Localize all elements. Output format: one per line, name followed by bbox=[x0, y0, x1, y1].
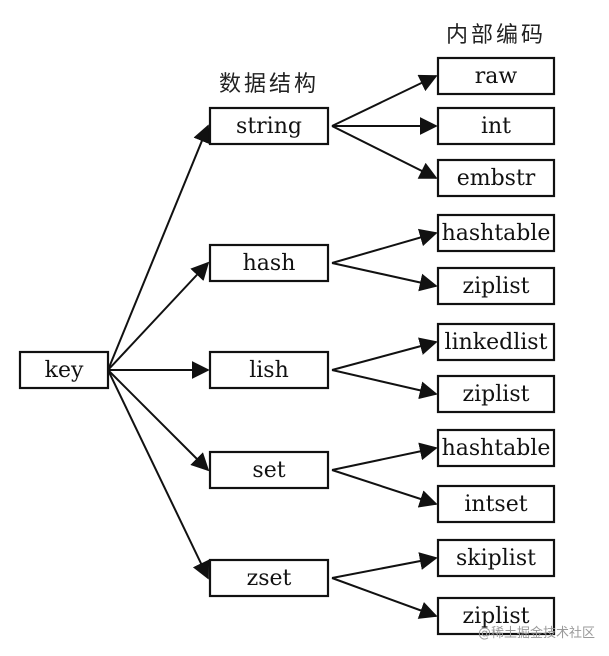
node-string-int-label: int bbox=[481, 114, 511, 139]
node-zset-ziplist-box bbox=[436, 596, 556, 636]
node-hash-hashtable: hashtable bbox=[436, 213, 556, 253]
node-string-raw-box bbox=[436, 56, 556, 96]
node-set-hashtable-box bbox=[436, 428, 556, 468]
node-zset-skiplist-box bbox=[436, 538, 556, 578]
edge-key-to-zset bbox=[107, 369, 210, 580]
node-hash-ziplist-label: ziplist bbox=[463, 274, 530, 299]
edge-hash-to-ziplist bbox=[331, 262, 438, 292]
edge-key-to-set bbox=[107, 369, 210, 472]
node-zset-skiplist-label: skiplist bbox=[456, 546, 536, 571]
node-hash: hash bbox=[208, 243, 330, 283]
structures-header: 数据结构 bbox=[219, 72, 319, 97]
node-zset-ziplist: ziplist bbox=[436, 596, 556, 636]
node-string-embstr-box bbox=[436, 158, 556, 198]
node-hash-ziplist-box bbox=[436, 266, 556, 306]
encodings-header: 内部编码 bbox=[446, 23, 546, 48]
edge-string-to-embstr bbox=[331, 125, 438, 179]
node-lish-box bbox=[208, 350, 330, 390]
node-set-hashtable: hashtable bbox=[436, 428, 556, 468]
node-set-intset-box bbox=[436, 484, 556, 524]
node-zset-skiplist: skiplist bbox=[436, 538, 556, 578]
edge-set-to-hashtable bbox=[331, 442, 438, 471]
edge-lish-to-linkedlist bbox=[331, 337, 438, 371]
edges bbox=[107, 74, 438, 619]
edge-hash-to-hashtable bbox=[331, 228, 438, 264]
node-set-box bbox=[208, 450, 330, 490]
node-hash-hashtable-box bbox=[436, 213, 556, 253]
node-set: set bbox=[208, 450, 330, 490]
node-string-embstr-label: embstr bbox=[457, 166, 536, 191]
node-string-int-box bbox=[436, 106, 556, 146]
node-key-box bbox=[18, 350, 110, 390]
edge-zset-to-ziplist bbox=[331, 577, 438, 619]
nodes: key string raw int embstr hash hashtable ziplis… bbox=[18, 56, 556, 636]
edge-set-to-intset bbox=[331, 469, 438, 508]
node-set-intset: intset bbox=[436, 484, 556, 524]
node-lish-linkedlist-label: linkedlist bbox=[445, 330, 548, 355]
node-hash-ziplist: ziplist bbox=[436, 266, 556, 306]
edge-key-to-string bbox=[107, 124, 211, 371]
watermark: @稀土掘金技术社区 bbox=[478, 625, 595, 641]
node-lish-ziplist-label: ziplist bbox=[463, 382, 530, 407]
node-zset-ziplist-label: ziplist bbox=[463, 604, 530, 629]
node-string: string bbox=[208, 106, 330, 146]
node-hash-hashtable-label: hashtable bbox=[442, 221, 551, 246]
node-hash-label: hash bbox=[243, 251, 296, 276]
edge-key-to-hash bbox=[107, 261, 210, 371]
edge-zset-to-skiplist bbox=[331, 552, 438, 579]
node-string-box bbox=[208, 106, 330, 146]
node-set-label: set bbox=[252, 458, 285, 483]
node-string-embstr: embstr bbox=[436, 158, 556, 198]
node-string-raw: raw bbox=[436, 56, 556, 96]
node-set-hashtable-label: hashtable bbox=[442, 436, 551, 461]
node-hash-box bbox=[208, 243, 330, 283]
node-lish: lish bbox=[208, 350, 330, 390]
edge-lish-to-ziplist bbox=[331, 369, 438, 400]
node-zset-box bbox=[208, 558, 330, 598]
node-lish-linkedlist: linkedlist bbox=[436, 322, 556, 362]
node-string-int: int bbox=[436, 106, 556, 146]
edge-string-to-raw bbox=[331, 74, 438, 127]
node-string-raw-label: raw bbox=[475, 64, 518, 89]
node-lish-ziplist: ziplist bbox=[436, 374, 556, 414]
node-key: key bbox=[18, 350, 110, 390]
node-zset-label: zset bbox=[247, 566, 292, 591]
node-lish-linkedlist-box bbox=[436, 322, 556, 362]
node-set-intset-label: intset bbox=[464, 492, 527, 517]
node-string-label: string bbox=[236, 114, 302, 139]
node-zset: zset bbox=[208, 558, 330, 598]
node-key-label: key bbox=[45, 358, 84, 383]
node-lish-ziplist-box bbox=[436, 374, 556, 414]
node-lish-label: lish bbox=[249, 358, 289, 383]
